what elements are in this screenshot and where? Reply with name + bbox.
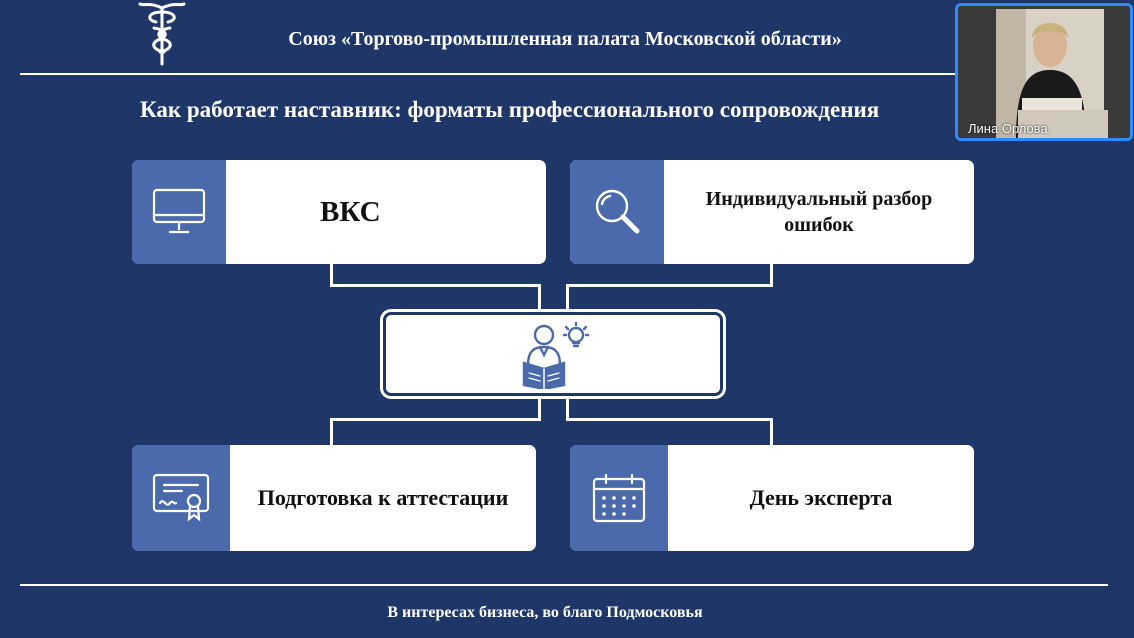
card-expert-day: День эксперта xyxy=(570,445,974,551)
card-error-review: Индивидуальный разбор ошибок xyxy=(570,160,974,264)
connector-line xyxy=(770,264,773,286)
card-label: ВКС xyxy=(320,195,381,228)
card-accent xyxy=(132,160,226,264)
connector-line xyxy=(566,398,569,420)
participant-video-feed xyxy=(958,6,1130,138)
hermes-caduceus-logo-icon xyxy=(138,2,186,66)
connector-line xyxy=(770,418,773,446)
org-title: Союз «Торгово-промышленная палата Москов… xyxy=(288,28,842,50)
mentor-reading-with-lightbulb-icon xyxy=(522,321,590,389)
card-label: Подготовка к аттестации xyxy=(257,485,509,510)
certificate-icon xyxy=(152,473,210,522)
card-accent xyxy=(570,160,664,264)
calendar-icon xyxy=(592,473,646,523)
footer-divider xyxy=(20,584,1108,586)
card-vks: ВКС xyxy=(132,160,546,264)
card-label: День эксперта xyxy=(749,485,893,510)
connector-line xyxy=(330,264,333,286)
participant-name-label: Лина Орлова xyxy=(968,121,1048,136)
magnifier-icon xyxy=(595,189,640,234)
monitor-icon xyxy=(152,188,206,234)
connector-line xyxy=(566,284,569,312)
connector-line xyxy=(330,418,333,446)
header-divider xyxy=(20,73,955,75)
connector-line xyxy=(330,418,541,421)
connector-line xyxy=(330,284,540,287)
connector-line xyxy=(566,418,773,421)
connector-line xyxy=(538,284,541,312)
slide-title: Как работает наставник: форматы професси… xyxy=(140,97,880,122)
card-certification-prep: Подготовка к аттестации xyxy=(132,445,536,551)
card-label: Индивидуальный разбор ошибок xyxy=(705,188,933,236)
card-accent xyxy=(570,445,668,551)
card-accent xyxy=(132,445,230,551)
connector-line xyxy=(538,398,541,420)
connector-line xyxy=(566,284,773,287)
mentor-center-box xyxy=(383,312,723,396)
participant-video-tile[interactable]: Лина Орлова xyxy=(955,3,1133,141)
footer-slogan: В интересах бизнеса, во благо Подмосковь… xyxy=(387,604,703,621)
